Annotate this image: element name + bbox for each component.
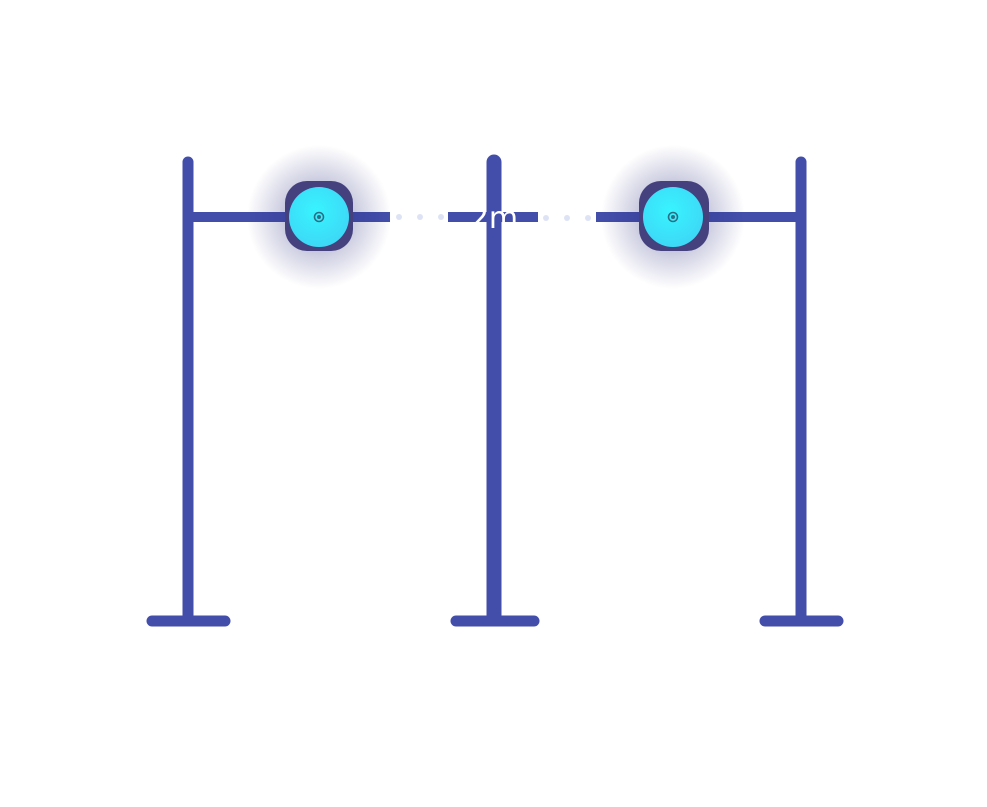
right-sensor bbox=[601, 145, 745, 289]
sensor-center-ring-icon bbox=[313, 211, 325, 223]
left-sensor bbox=[247, 145, 391, 289]
connector-dot bbox=[564, 215, 570, 221]
right-dotted-connector bbox=[543, 215, 591, 221]
connector-dot bbox=[585, 215, 591, 221]
connector-dot bbox=[417, 214, 423, 220]
right-post bbox=[759, 156, 844, 627]
left-dotted-connector bbox=[396, 214, 444, 220]
connector-dot bbox=[438, 214, 444, 220]
connector-dot bbox=[396, 214, 402, 220]
connector-dot bbox=[543, 215, 549, 221]
distance-label: 2m bbox=[470, 201, 518, 236]
sensor-center-ring-icon bbox=[667, 211, 679, 223]
sensor-center-dot-icon bbox=[317, 215, 321, 219]
left-post bbox=[146, 156, 231, 627]
center-post bbox=[450, 154, 540, 627]
sensor-center-dot-icon bbox=[671, 215, 675, 219]
